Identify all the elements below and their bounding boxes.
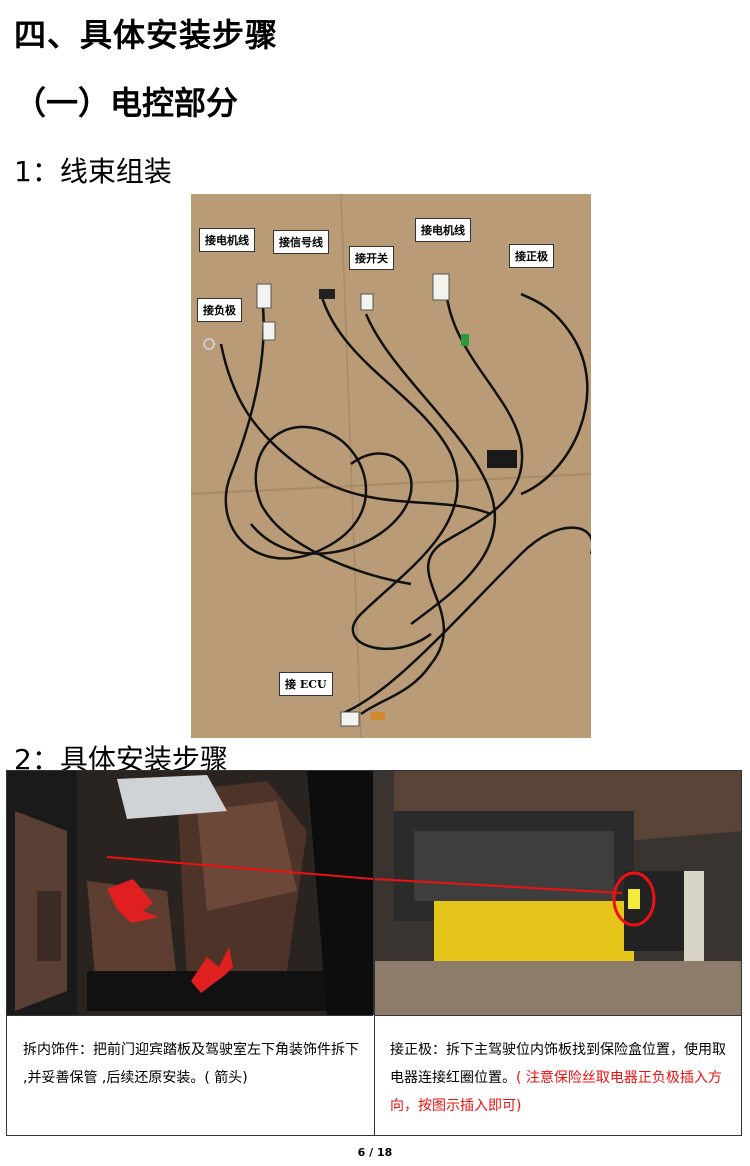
- harness-photo: 接电机线 接信号线 接开关 接电机线 接正极 接负极 接 ECU: [191, 194, 591, 738]
- label-motor1: 接电机线: [199, 228, 255, 252]
- heading-section: （一）电控部分: [14, 84, 239, 122]
- step1-text: 拆内饰件：把前门迎宾踏板及驾驶室左下角装饰件拆下 ,并妥善保管 ,后续还原安装。…: [23, 1042, 359, 1086]
- label-motor2: 接电机线: [415, 218, 471, 242]
- label-switch: 接开关: [349, 246, 394, 270]
- step-image-fusebox: [374, 771, 741, 1015]
- step2-text: 接正极：拆下主驾驶位内饰板找到保险盒位置，使用取电器连接红圈位置。( 注意保险丝…: [390, 1036, 727, 1120]
- step2-note: ( 注意保险丝取电器正负极插入方向，按图示插入即可): [390, 1070, 722, 1114]
- label-ecu: 接 ECU: [279, 672, 333, 696]
- label-signal: 接信号线: [273, 230, 329, 254]
- step2-body: 接正极：拆下主驾驶位内饰板找到保险盒位置，使用取电器连接红圈位置。: [390, 1042, 726, 1086]
- step-text-cell-1: 拆内饰件：把前门迎宾踏板及驾驶室左下角装饰件拆下 ,并妥善保管 ,后续还原安装。…: [7, 1015, 373, 1136]
- page-number: 6 / 18: [357, 1146, 393, 1159]
- steps-table: 拆内饰件：把前门迎宾踏板及驾驶室左下角装饰件拆下 ,并妥善保管 ,后续还原安装。…: [6, 770, 742, 1136]
- heading-main: 四、具体安装步骤: [14, 16, 279, 54]
- label-negative: 接负极: [197, 298, 242, 322]
- label-positive: 接正极: [509, 244, 554, 268]
- step-image-interior: [7, 771, 374, 1015]
- heading-step1: 1：线束组装: [14, 155, 172, 188]
- step-text-cell-2: 接正极：拆下主驾驶位内饰板找到保险盒位置，使用取电器连接红圈位置。( 注意保险丝…: [374, 1015, 741, 1136]
- table-divider: [374, 771, 375, 1135]
